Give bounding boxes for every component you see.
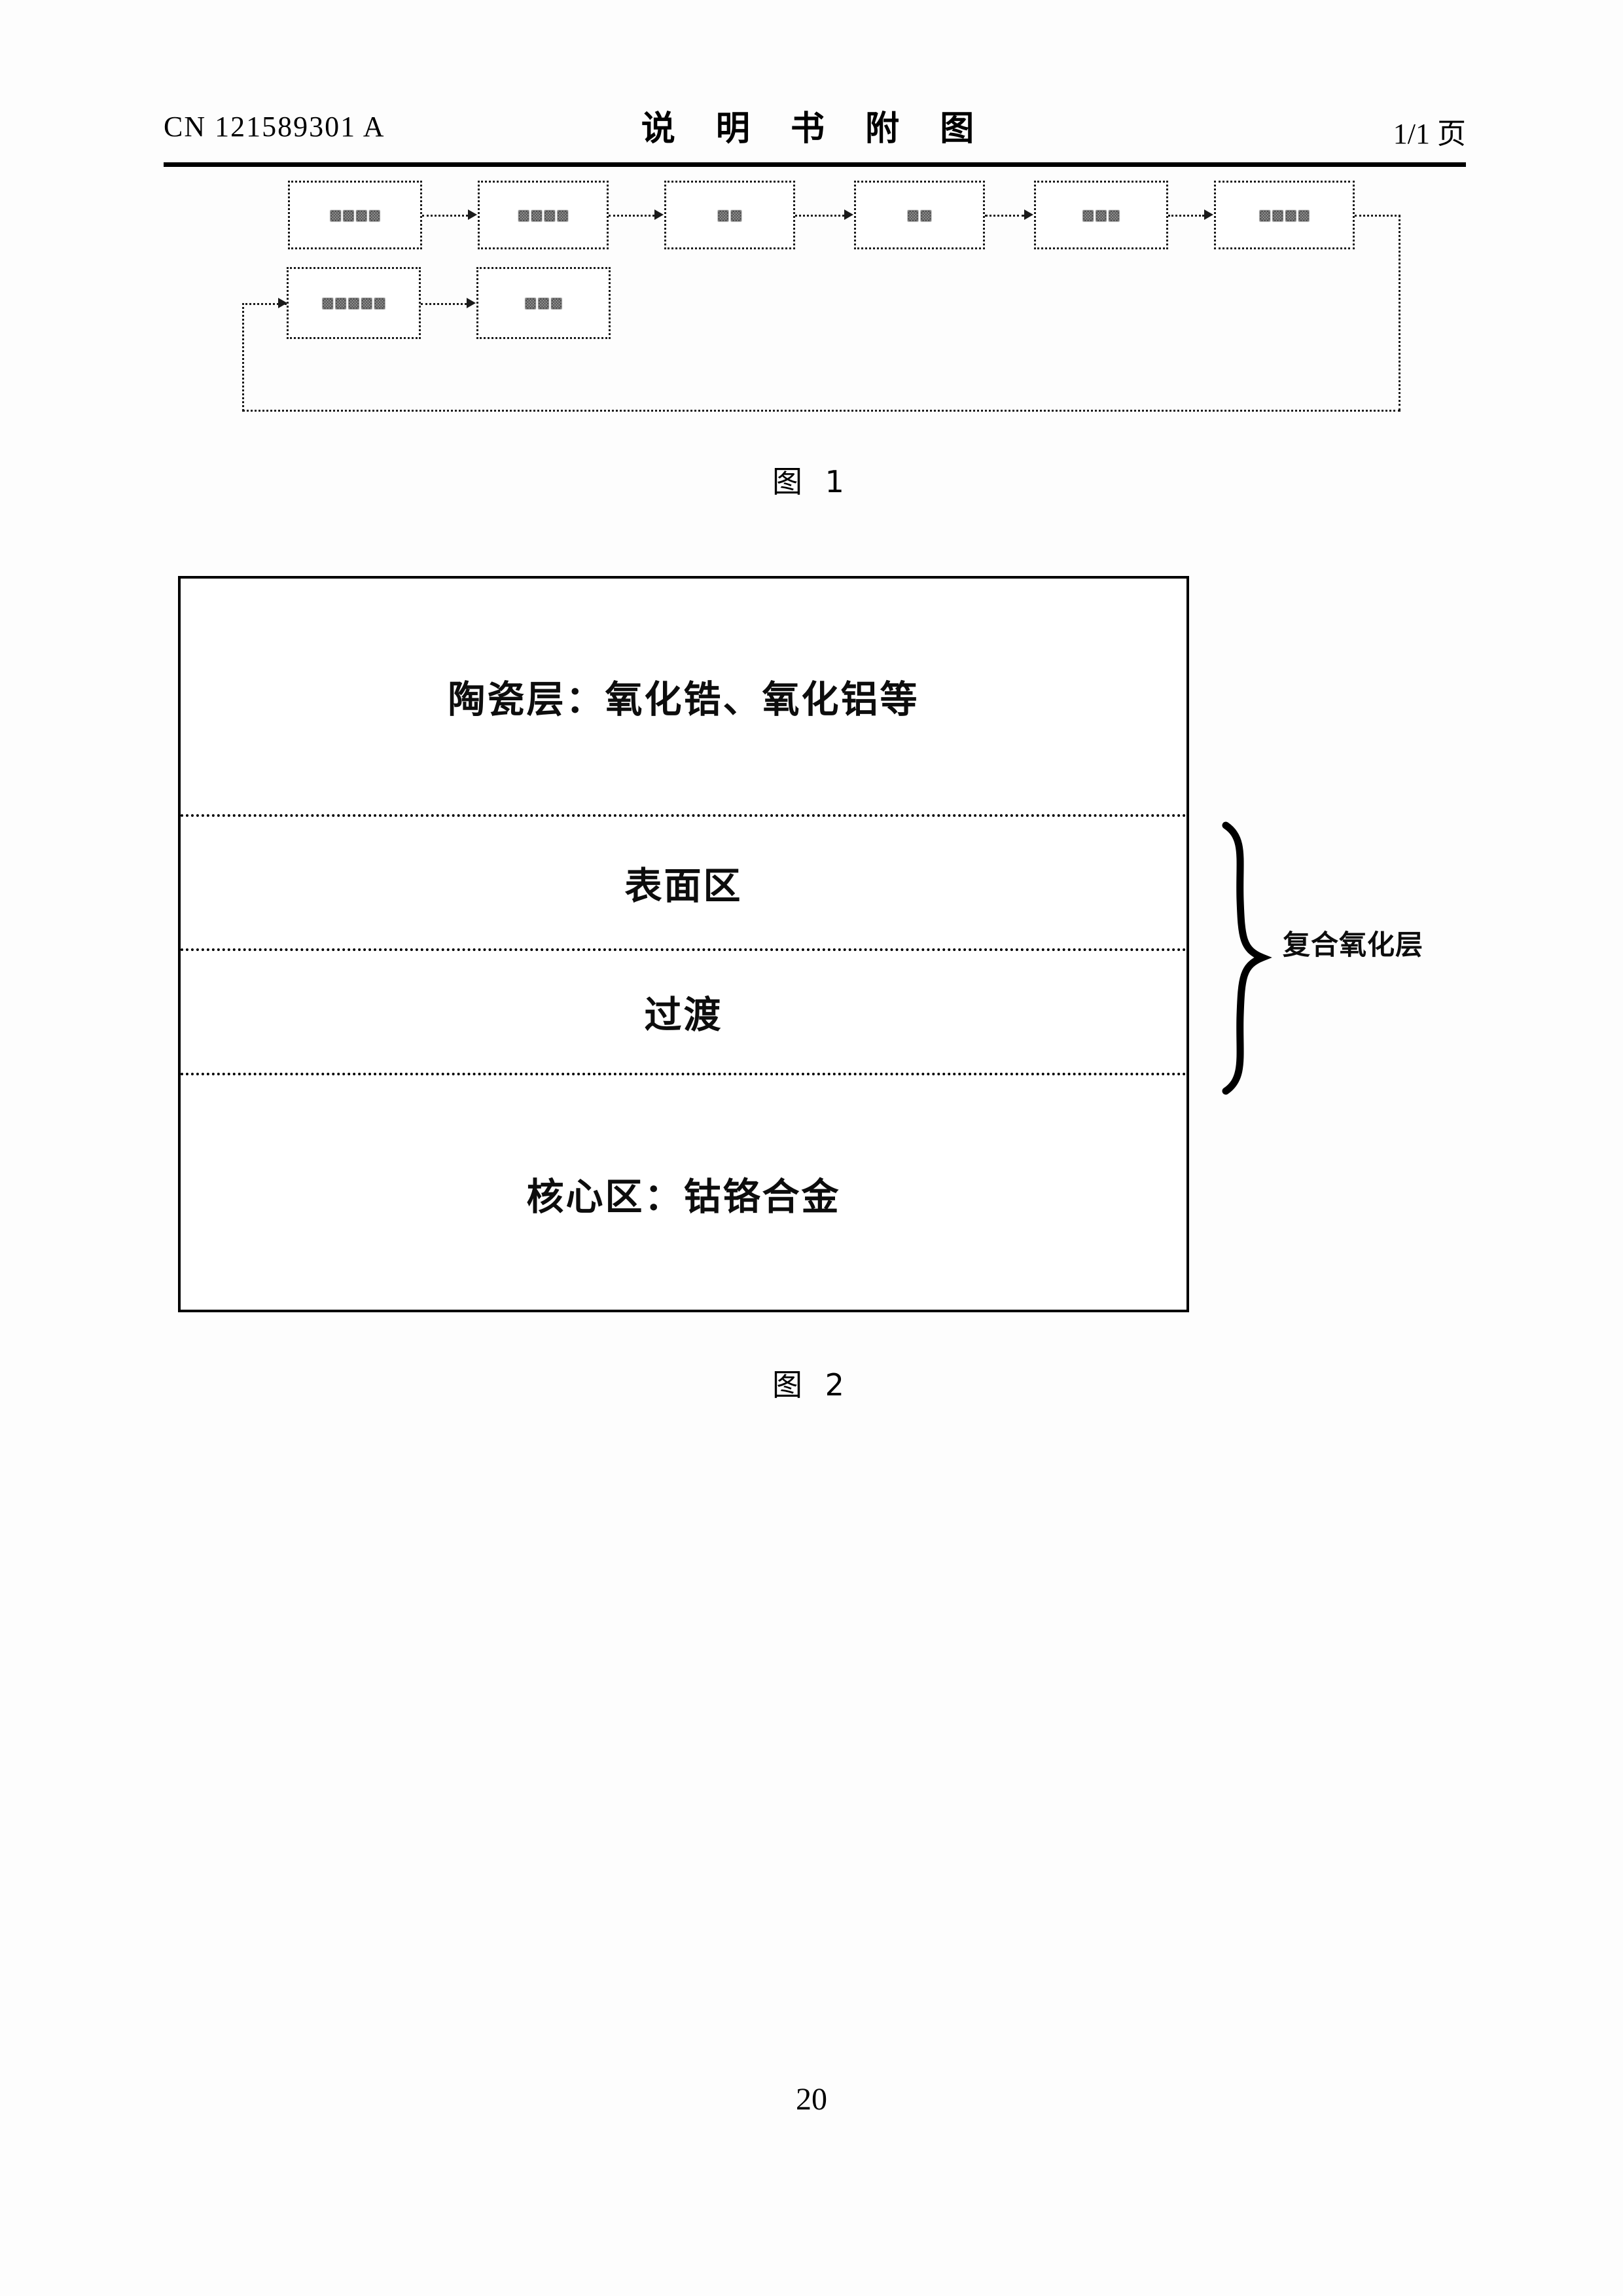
loop-segment-into-row2 bbox=[242, 303, 287, 305]
flow-box-5: ▩▩▩ bbox=[1034, 181, 1168, 249]
flow-box-6: ▩▩▩▩ bbox=[1214, 181, 1355, 249]
flow-box-2: ▩▩▩▩ bbox=[478, 181, 609, 249]
loop-arrowhead-row2 bbox=[278, 298, 287, 308]
loop-segment-left-up bbox=[242, 303, 244, 411]
page-title: 说 明 书 附 图 bbox=[641, 109, 989, 149]
header-divider bbox=[164, 162, 1466, 167]
flow-arrowhead-1-2 bbox=[468, 209, 477, 220]
flow-arrowhead-5-6 bbox=[1204, 209, 1213, 220]
layer-surface-zone-label: 表面区 bbox=[624, 864, 743, 908]
publication-number: CN 121589301 A bbox=[164, 111, 385, 143]
flow-arrowhead-2-3 bbox=[654, 209, 664, 220]
flow-box-7-label: ▩▩▩▩▩ bbox=[321, 294, 387, 312]
flow-box-8-label: ▩▩▩ bbox=[524, 294, 563, 312]
flow-connector-1-2 bbox=[422, 215, 468, 217]
flow-box-8: ▩▩▩ bbox=[476, 267, 611, 339]
flow-arrowhead-7-8 bbox=[467, 298, 476, 308]
composite-oxide-brace bbox=[1214, 821, 1273, 1096]
flow-connector-5-6 bbox=[1168, 215, 1204, 217]
figure-2-caption: 图 2 bbox=[772, 1367, 851, 1403]
flow-box-4: ▩▩ bbox=[854, 181, 985, 249]
layer-ceramic: 陶瓷层：氧化锆、氧化铝等 bbox=[181, 579, 1186, 814]
composite-oxide-layer-label: 复合氧化层 bbox=[1283, 929, 1424, 961]
loop-segment-right-down bbox=[1399, 215, 1400, 411]
footer-page-number: 20 bbox=[796, 2082, 827, 2117]
loop-segment-top bbox=[1355, 215, 1400, 217]
layer-surface-zone: 表面区 bbox=[181, 814, 1186, 948]
flow-box-5-label: ▩▩▩ bbox=[1081, 206, 1121, 223]
flow-connector-7-8 bbox=[421, 303, 467, 305]
flow-connector-2-3 bbox=[609, 215, 654, 217]
flow-box-2-label: ▩▩▩▩ bbox=[517, 206, 569, 223]
flow-arrowhead-4-5 bbox=[1024, 209, 1033, 220]
layer-core-zone: 核心区：钴铬合金 bbox=[181, 1073, 1186, 1312]
layer-transition-zone: 过渡 bbox=[181, 948, 1186, 1073]
flow-box-6-label: ▩▩▩▩ bbox=[1258, 206, 1311, 223]
page-indicator: 1/1 页 bbox=[1393, 118, 1466, 150]
loop-segment-bottom bbox=[242, 410, 1400, 412]
figure-1-flowchart: ▩▩▩▩ ▩▩▩▩ ▩▩ ▩▩ ▩▩▩ ▩▩▩▩ bbox=[216, 169, 1420, 431]
flow-box-3: ▩▩ bbox=[664, 181, 795, 249]
flow-arrowhead-3-4 bbox=[844, 209, 853, 220]
layer-core-zone-label: 核心区：钴铬合金 bbox=[526, 1175, 841, 1219]
flow-box-1-label: ▩▩▩▩ bbox=[329, 206, 382, 223]
flow-box-3-label: ▩▩ bbox=[717, 206, 743, 223]
flow-connector-4-5 bbox=[985, 215, 1024, 217]
flow-box-4-label: ▩▩ bbox=[906, 206, 933, 223]
flow-connector-3-4 bbox=[795, 215, 844, 217]
page-header: CN 121589301 A 说 明 书 附 图 1/1 页 bbox=[164, 92, 1466, 164]
figure-1-caption: 图 1 bbox=[772, 464, 851, 499]
flow-box-1: ▩▩▩▩ bbox=[288, 181, 422, 249]
flow-box-7: ▩▩▩▩▩ bbox=[287, 267, 421, 339]
layer-transition-zone-label: 过渡 bbox=[644, 994, 723, 1037]
figure-2-layer-stack: 陶瓷层：氧化锆、氧化铝等 表面区 过渡 核心区：钴铬合金 bbox=[178, 576, 1189, 1312]
layer-ceramic-label: 陶瓷层：氧化锆、氧化铝等 bbox=[448, 678, 919, 721]
